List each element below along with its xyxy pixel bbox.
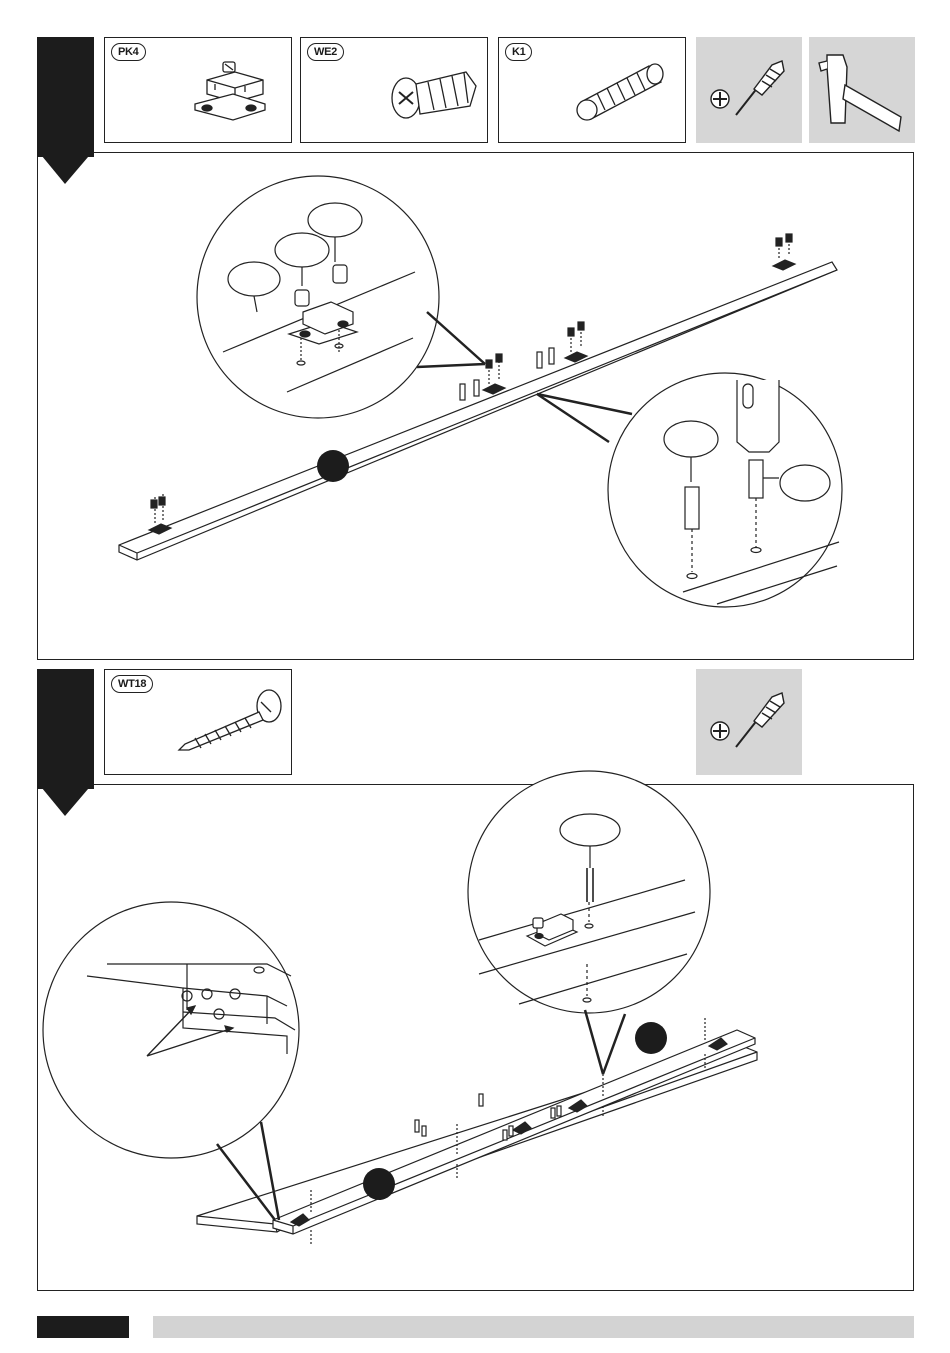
part-box-k1: K1 xyxy=(498,37,686,143)
step-2-tab xyxy=(37,669,94,789)
part-code-label: WE2 xyxy=(307,43,344,61)
wooden-dowel-icon xyxy=(569,56,679,136)
wood-screw-icon xyxy=(145,688,285,768)
footer-bar xyxy=(153,1316,914,1338)
hammer-icon xyxy=(809,37,915,143)
step-1-tab xyxy=(37,37,94,157)
cam-connector-icon xyxy=(185,48,285,138)
euro-screw-icon xyxy=(386,50,496,140)
part-code-label: PK4 xyxy=(111,43,146,61)
tool-box-hammer xyxy=(809,37,915,143)
cam-connector-mid-right xyxy=(565,322,587,362)
tool-box-screwdriver-2 xyxy=(696,669,802,775)
part-code-label: K1 xyxy=(505,43,532,61)
part-box-we2: WE2 xyxy=(300,37,488,143)
cam-connector-left xyxy=(149,494,171,534)
step-1-assembly-drawing xyxy=(37,152,914,660)
magnifier-screw-detail xyxy=(468,771,710,1013)
phillips-screwdriver-icon xyxy=(696,669,802,775)
upper-board xyxy=(273,1030,755,1234)
step-2-assembly-drawing xyxy=(37,784,914,1291)
footer-page-block xyxy=(37,1316,129,1338)
cam-connector-mid-left xyxy=(483,354,505,394)
tool-box-screwdriver-1 xyxy=(696,37,802,143)
part-marker-dot xyxy=(635,1022,667,1054)
part-marker-dot xyxy=(363,1168,395,1200)
phillips-screwdriver-icon xyxy=(696,37,802,143)
part-marker-dot xyxy=(317,450,349,482)
part-box-pk4: PK4 xyxy=(104,37,292,143)
part-box-wt18: WT18 xyxy=(104,669,292,775)
cam-connector-right xyxy=(773,234,795,270)
